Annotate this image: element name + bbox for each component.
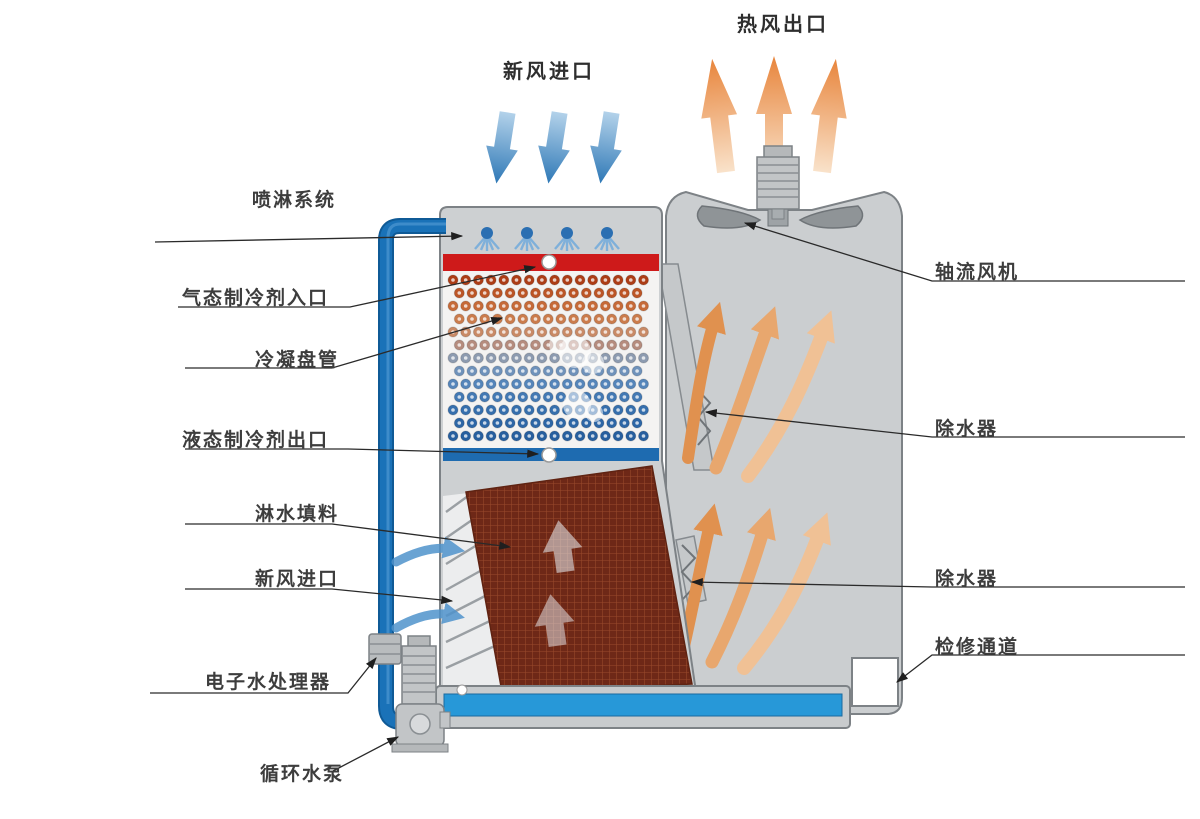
cooling-tower xyxy=(439,206,697,703)
leader-lines xyxy=(150,222,1185,772)
fan-blade-right xyxy=(798,205,864,229)
liquid-outlet-port xyxy=(541,447,557,463)
label-axial-fan: 轴流风机 xyxy=(935,262,1020,283)
label-water-eliminator-upper: 除水器 xyxy=(935,419,999,440)
fill-pack xyxy=(465,465,693,693)
electronic-water-processor xyxy=(368,633,402,665)
label-electronic-water-processor: 电子水处理器 xyxy=(205,672,332,693)
label-fill-material: 淋水填料 xyxy=(255,504,340,525)
label-spray-system: 喷淋系统 xyxy=(252,190,337,211)
basin-water xyxy=(443,693,843,717)
coil-airflow-mist xyxy=(549,336,604,422)
label-circulating-pump: 循环水泵 xyxy=(260,764,345,785)
label-hot-air-outlet: 热风出口 xyxy=(737,14,829,36)
label-fresh-air-inlet-top: 新风进口 xyxy=(503,61,595,83)
circulation-pump xyxy=(391,635,451,753)
gas-inlet-port xyxy=(541,254,557,270)
condensing-coil-tubes xyxy=(447,274,649,442)
label-fresh-air-inlet-side: 新风进口 xyxy=(255,569,340,590)
label-condensing-coil: 冷凝盘管 xyxy=(255,350,340,371)
label-gas-refrigerant-inlet: 气态制冷剂入口 xyxy=(182,288,330,309)
side-fresh-air-arrows xyxy=(391,536,466,633)
label-water-eliminator-lower: 除水器 xyxy=(935,569,999,590)
label-access-channel: 检修通道 xyxy=(935,637,1020,658)
access-channel xyxy=(851,657,899,707)
water-basin xyxy=(435,684,851,729)
fan-motor xyxy=(756,145,800,220)
fresh-air-top-arrows xyxy=(486,111,622,184)
label-liquid-refrigerant-outlet: 液态制冷剂出口 xyxy=(182,430,330,451)
